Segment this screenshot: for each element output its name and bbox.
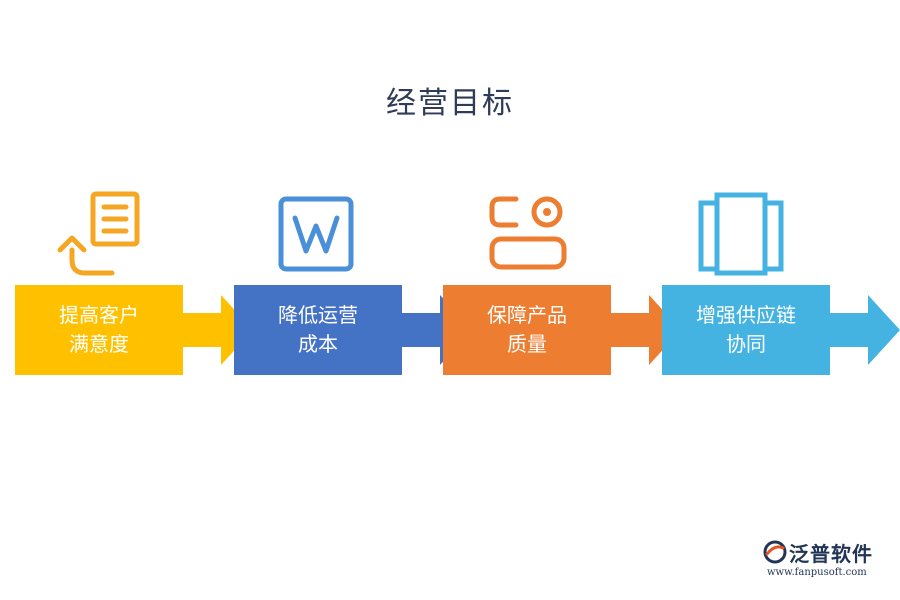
brand-logo: 泛普软件 www.fanpusoft.com [763, 538, 888, 588]
step-4-box: 增强供应链 协同 [662, 285, 830, 375]
columns-icon [698, 192, 784, 276]
brand-url: www.fanpusoft.com [767, 567, 867, 578]
step-3-box: 保障产品 质量 [443, 285, 611, 375]
brand-name: 泛普软件 [789, 542, 873, 566]
diagram-title: 经营目标 [386, 86, 514, 121]
brand-logo-icon [763, 540, 787, 564]
document-return-icon [57, 191, 140, 276]
word-document-icon [278, 196, 354, 272]
toggle-panel-icon [489, 196, 567, 270]
step-1-box: 提高客户 满意度 [15, 285, 183, 375]
step-4-arrow [830, 295, 900, 365]
step-2-box: 降低运营 成本 [234, 285, 402, 375]
